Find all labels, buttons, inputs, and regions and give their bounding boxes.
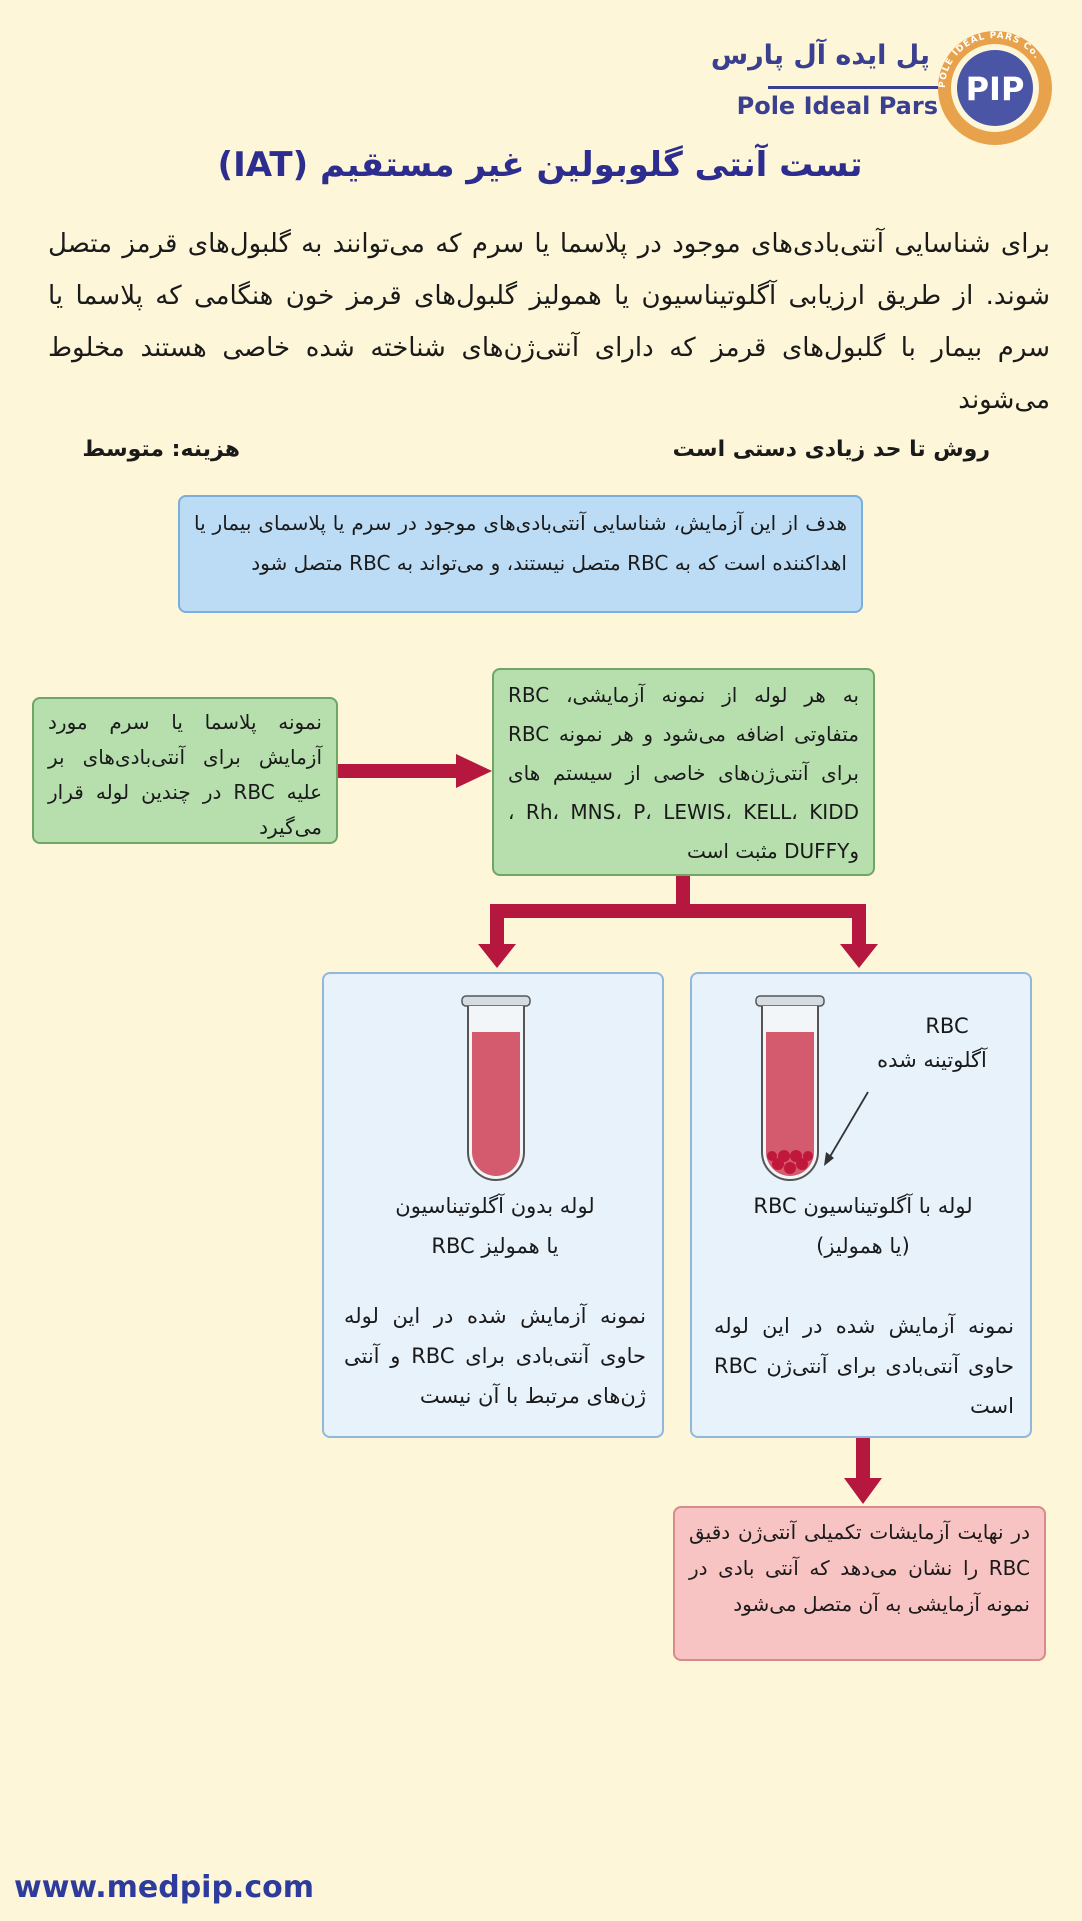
- test-tube-agglutinated-icon: [755, 995, 869, 1181]
- agglutinated-label-1: RBC: [925, 1014, 969, 1038]
- intro-paragraph: برای شناسایی آنتی‌بادی‌های موجود در پلاس…: [48, 229, 1050, 415]
- right-caption-1: لوله با آگلوتیناسیون RBC: [753, 1194, 973, 1218]
- panel-agglutination: RBC آگلوتینه شده لوله با آگلوتیناسیون RB…: [690, 972, 1032, 1438]
- arrow-final-head: [844, 1478, 882, 1504]
- cost-note: هزینه: متوسط: [82, 437, 240, 462]
- page-title: تست آنتی گلوبولین غیر مستقیم (IAT): [217, 145, 863, 185]
- brand-name-fa: پل ایده آل پارس: [710, 40, 930, 71]
- step1-box: نمونه پلاسما یا سرم مورد آزمایش برای آنت…: [32, 697, 338, 844]
- website-link[interactable]: www.medpip.com: [14, 1870, 314, 1905]
- brand-divider: [768, 86, 938, 89]
- agglutinated-label-2: آگلوتینه شده: [877, 1048, 987, 1072]
- arrow-split-bar: [490, 904, 866, 918]
- arrow-left-head: [478, 944, 516, 968]
- arrow-shaft-step1: [338, 764, 458, 778]
- arrow-final-shaft: [856, 1438, 870, 1482]
- brand-name-en: Pole Ideal Pars: [736, 92, 938, 120]
- left-caption-1: لوله بدون آگلوتیناسیون: [395, 1194, 595, 1218]
- right-caption-2: (یا همولیز): [816, 1234, 910, 1258]
- arrow-right-shaft: [852, 904, 866, 948]
- logo-letters: PIP: [966, 70, 1025, 108]
- test-tube-clear-icon: [461, 995, 531, 1181]
- left-caption-2: یا همولیز RBC: [431, 1234, 559, 1258]
- arrow-head-step1: [456, 754, 492, 788]
- final-box: در نهایت آزمایشات تکمیلی آنتی‌ژن دقیق RB…: [673, 1506, 1046, 1661]
- panel-no-agglutination: لوله بدون آگلوتیناسیون یا همولیز RBC نمو…: [322, 972, 664, 1438]
- left-description: نمونه آزمایش شده در این لوله حاوی آنتی‌ب…: [344, 1304, 646, 1408]
- arrow-left-shaft: [490, 904, 504, 948]
- right-description: نمونه آزمایش شده در این لوله حاوی آنتی‌ب…: [714, 1314, 1014, 1418]
- goal-box: هدف از این آزمایش، شناسایی آنتی‌بادی‌های…: [178, 495, 863, 613]
- step2-box: به هر لوله از نمونه آزمایشی، RBC متفاوتی…: [492, 668, 875, 876]
- arrow-split-stem: [676, 876, 690, 910]
- arrow-right-head: [840, 944, 878, 968]
- method-note: روش تا حد زیادی دستی است: [672, 437, 990, 462]
- company-logo: POLE IDEAL PARS Co. PIP: [938, 31, 1052, 145]
